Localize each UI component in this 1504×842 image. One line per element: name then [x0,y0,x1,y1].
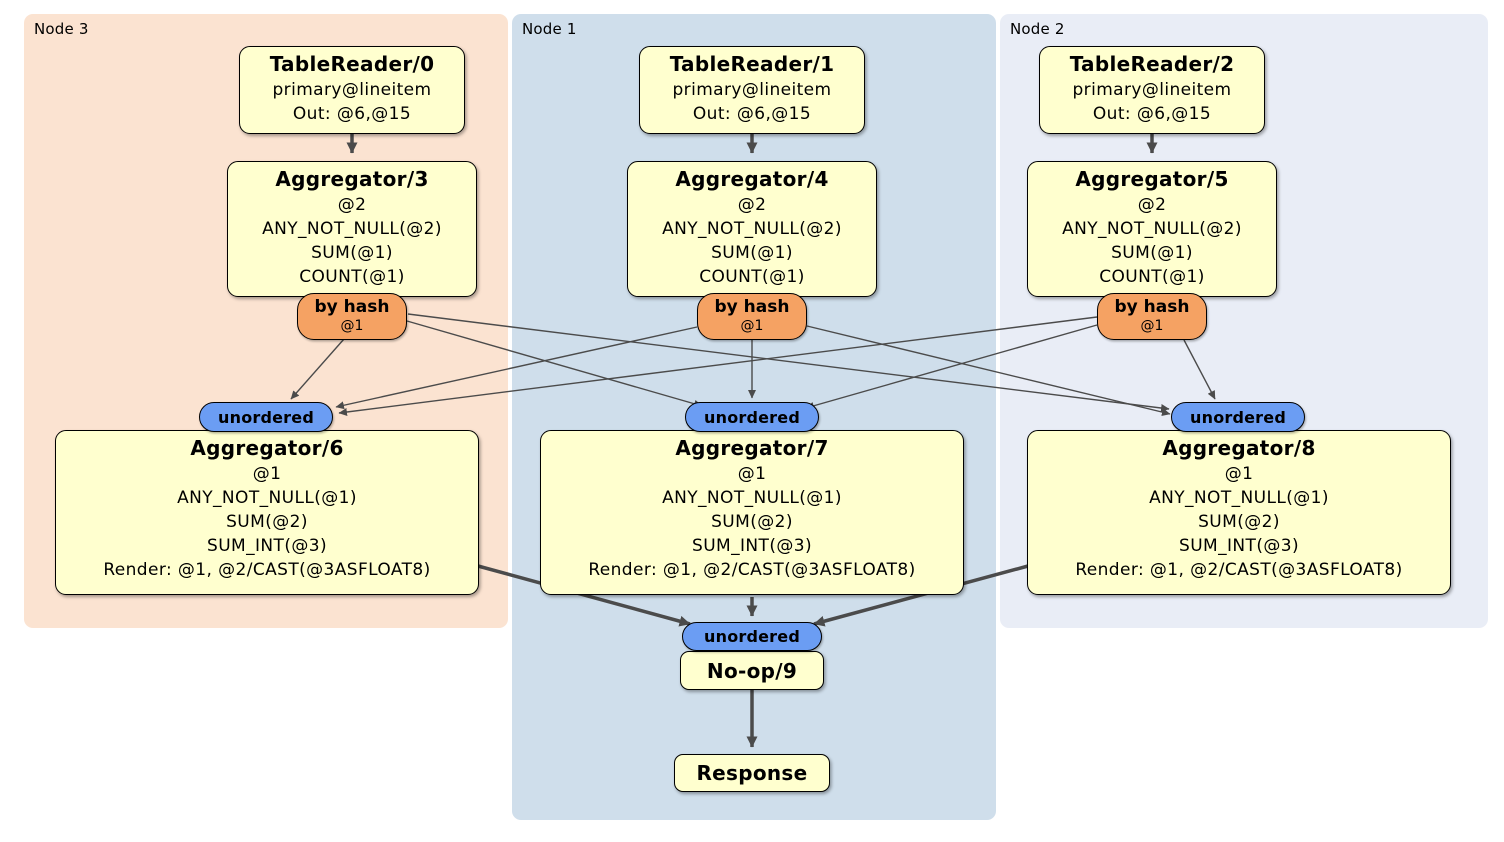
processor-detail-line: @2 [337,195,367,215]
router-detail: @1 [1140,318,1164,334]
processor-detail-line: @1 [737,464,767,484]
processor-detail-line: primary@lineitem [672,80,832,100]
processor-detail-line: Out: @6,@15 [1092,104,1212,124]
processor-detail-line: primary@lineitem [1072,80,1232,100]
processor-aggregator-7: Aggregator/7 @1 ANY_NOT_NULL(@1) SUM(@2)… [540,430,964,595]
router-by-hash-2: by hash @1 [1097,293,1207,340]
stream-label: unordered [218,407,314,427]
processor-aggregator-5: Aggregator/5 @2 ANY_NOT_NULL(@2) SUM(@1)… [1027,161,1277,297]
stream-unordered-final: unordered [682,622,822,651]
router-detail: @1 [740,318,764,334]
stream-label: unordered [704,627,800,646]
processor-title: Response [696,761,808,785]
processor-detail-line: SUM(@1) [1111,243,1193,263]
processor-title: No-op/9 [706,658,798,683]
processor-detail-line: Render: @1, @2/CAST(@3ASFLOAT8) [1075,560,1403,580]
processor-detail-line: primary@lineitem [272,80,432,100]
processor-detail-line: COUNT(@1) [299,267,405,287]
stream-label: unordered [1190,407,1286,427]
processor-noop-9: No-op/9 [680,651,824,690]
processor-tablereader-2: TableReader/2 primary@lineitem Out: @6,@… [1039,46,1265,134]
processor-detail-line: ANY_NOT_NULL(@1) [662,488,842,508]
processor-detail-line: Out: @6,@15 [292,104,412,124]
node-1-label: Node 1 [522,20,577,38]
processor-detail-line: ANY_NOT_NULL(@1) [177,488,357,508]
processor-detail-line: @1 [252,464,282,484]
processor-detail-line: SUM(@1) [711,243,793,263]
processor-title: Aggregator/7 [675,436,829,460]
processor-detail-line: @2 [1137,195,1167,215]
processor-detail-line: ANY_NOT_NULL(@2) [262,219,442,239]
processor-detail-line: @1 [1224,464,1254,484]
stream-unordered-right: unordered [1171,402,1305,432]
processor-aggregator-8: Aggregator/8 @1 ANY_NOT_NULL(@1) SUM(@2)… [1027,430,1451,595]
processor-detail-line: Render: @1, @2/CAST(@3ASFLOAT8) [588,560,916,580]
processor-detail-line: COUNT(@1) [699,267,805,287]
processor-aggregator-3: Aggregator/3 @2 ANY_NOT_NULL(@2) SUM(@1)… [227,161,477,297]
processor-detail-line: SUM_INT(@3) [207,536,327,556]
node-3-label: Node 3 [34,20,89,38]
stream-unordered-left: unordered [199,402,333,432]
processor-detail-line: SUM(@2) [1198,512,1280,532]
processor-aggregator-6: Aggregator/6 @1 ANY_NOT_NULL(@1) SUM(@2)… [55,430,479,595]
processor-detail-line: SUM(@2) [711,512,793,532]
processor-response: Response [674,754,830,792]
stream-unordered-center: unordered [685,402,819,432]
router-by-hash-1: by hash @1 [697,293,807,340]
processor-tablereader-1: TableReader/1 primary@lineitem Out: @6,@… [639,46,865,134]
processor-detail-line: SUM(@1) [311,243,393,263]
processor-detail-line: COUNT(@1) [1099,267,1205,287]
processor-title: Aggregator/8 [1162,436,1316,460]
stream-label: unordered [704,407,800,427]
processor-detail-line: SUM_INT(@3) [1179,536,1299,556]
router-label: by hash [1114,297,1190,317]
processor-title: Aggregator/3 [275,167,429,191]
router-label: by hash [314,297,390,317]
router-detail: @1 [340,318,364,334]
processor-detail-line: Out: @6,@15 [692,104,812,124]
router-by-hash-0: by hash @1 [297,293,407,340]
processor-title: Aggregator/5 [1075,167,1229,191]
processor-title: Aggregator/6 [190,436,344,460]
processor-detail-line: SUM(@2) [226,512,308,532]
processor-tablereader-0: TableReader/0 primary@lineitem Out: @6,@… [239,46,465,134]
processor-detail-line: ANY_NOT_NULL(@2) [662,219,842,239]
processor-detail-line: @2 [737,195,767,215]
processor-title: TableReader/1 [669,52,835,76]
processor-title: Aggregator/4 [675,167,829,191]
processor-detail-line: Render: @1, @2/CAST(@3ASFLOAT8) [103,560,431,580]
processor-detail-line: ANY_NOT_NULL(@2) [1062,219,1242,239]
processor-detail-line: ANY_NOT_NULL(@1) [1149,488,1329,508]
router-label: by hash [714,297,790,317]
processor-aggregator-4: Aggregator/4 @2 ANY_NOT_NULL(@2) SUM(@1)… [627,161,877,297]
processor-detail-line: SUM_INT(@3) [692,536,812,556]
node-2-label: Node 2 [1010,20,1065,38]
processor-title: TableReader/2 [1069,52,1235,76]
processor-title: TableReader/0 [269,52,435,76]
